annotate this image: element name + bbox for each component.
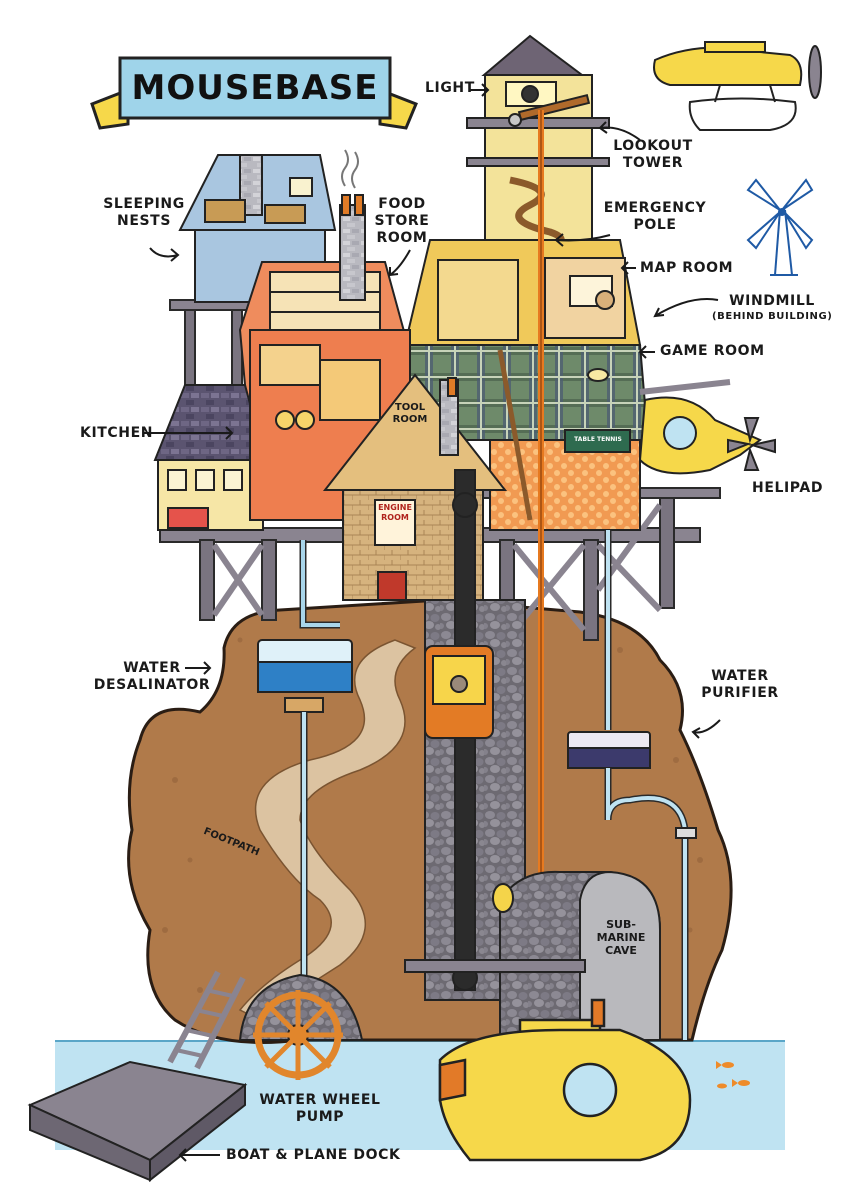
label-emergency-line2: Pole bbox=[633, 217, 677, 233]
submarine-cave bbox=[404, 870, 661, 1041]
waterwheel-icon bbox=[238, 973, 364, 1080]
label-dock: Boat & Plane Dock bbox=[226, 1147, 401, 1163]
helicopter-icon bbox=[638, 379, 776, 475]
label-submarine-cave: Sub- marine Cave bbox=[586, 918, 656, 957]
label-game-room: Game Room bbox=[660, 343, 765, 359]
label-desal-line1: Water bbox=[123, 660, 181, 676]
main-building bbox=[398, 239, 650, 531]
label-water-wheel-pump: Water Wheel Pump bbox=[250, 1092, 390, 1126]
label-sub-line1: Sub- bbox=[606, 918, 636, 931]
label-desal-line2: Desalinator bbox=[93, 677, 211, 693]
label-kitchen: Kitchen bbox=[80, 425, 154, 441]
seaplane-icon bbox=[653, 41, 822, 131]
label-emergency-line1: Emergency bbox=[603, 200, 707, 216]
submarine-icon bbox=[438, 998, 692, 1162]
label-tool-line2: Room bbox=[392, 414, 428, 425]
page-title: MOUSEBASE bbox=[131, 68, 379, 108]
label-emergency-pole: Emergency Pole bbox=[590, 200, 720, 234]
label-water-desalinator: Water Desalinator bbox=[92, 660, 212, 694]
label-food-line2: Store bbox=[374, 213, 430, 229]
label-map-room: Map Room bbox=[640, 260, 734, 276]
fish-icon bbox=[716, 1061, 750, 1089]
label-tool-room: Tool Room bbox=[380, 402, 440, 426]
label-purifier-line2: Purifier bbox=[701, 685, 779, 701]
label-sleeping-line1: Sleeping bbox=[103, 196, 185, 212]
windmill-icon bbox=[746, 178, 814, 276]
label-food-store-room: Food Store Room bbox=[372, 196, 432, 247]
label-sleeping-line2: Nests bbox=[117, 213, 171, 229]
dock bbox=[27, 1060, 248, 1183]
callout-arrows bbox=[143, 83, 721, 1162]
label-sub-line2: marine bbox=[596, 931, 646, 944]
label-light: Light bbox=[425, 80, 475, 96]
mouse-icon bbox=[508, 113, 522, 127]
label-lookout-line2: Tower bbox=[622, 155, 684, 171]
ladder-icon bbox=[167, 970, 246, 1070]
label-engine-line1: Engine bbox=[378, 503, 412, 512]
label-windmill: Windmill (behind building) bbox=[712, 293, 832, 323]
label-wheel-line1: Water Wheel bbox=[259, 1092, 381, 1108]
label-engine-line2: Room bbox=[381, 513, 409, 522]
label-sleeping-nests: Sleeping Nests bbox=[98, 196, 190, 230]
title-banner bbox=[90, 56, 418, 130]
water-purifier bbox=[567, 530, 697, 1040]
label-windmill-line1: Windmill bbox=[729, 293, 815, 309]
lift-car-icon bbox=[424, 645, 494, 739]
label-water-purifier: Water Purifier bbox=[690, 668, 790, 702]
label-purifier-line1: Water bbox=[711, 668, 769, 684]
label-windmill-note: (behind building) bbox=[712, 311, 833, 322]
label-table-tennis: Table Tennis bbox=[574, 436, 622, 443]
label-lookout-tower: Lookout Tower bbox=[608, 138, 698, 172]
label-food-line3: Room bbox=[376, 230, 428, 246]
label-wheel-line2: Pump bbox=[295, 1109, 345, 1125]
lift-shaft bbox=[424, 469, 526, 1001]
label-tool-line1: Tool bbox=[394, 402, 426, 413]
label-helipad: Helipad bbox=[752, 480, 824, 496]
water-desalinator bbox=[257, 540, 353, 1000]
label-food-line1: Food bbox=[378, 196, 426, 212]
label-lookout-line1: Lookout bbox=[613, 138, 693, 154]
label-engine-room: Engine Room bbox=[376, 503, 414, 523]
label-sub-line3: Cave bbox=[605, 944, 637, 957]
